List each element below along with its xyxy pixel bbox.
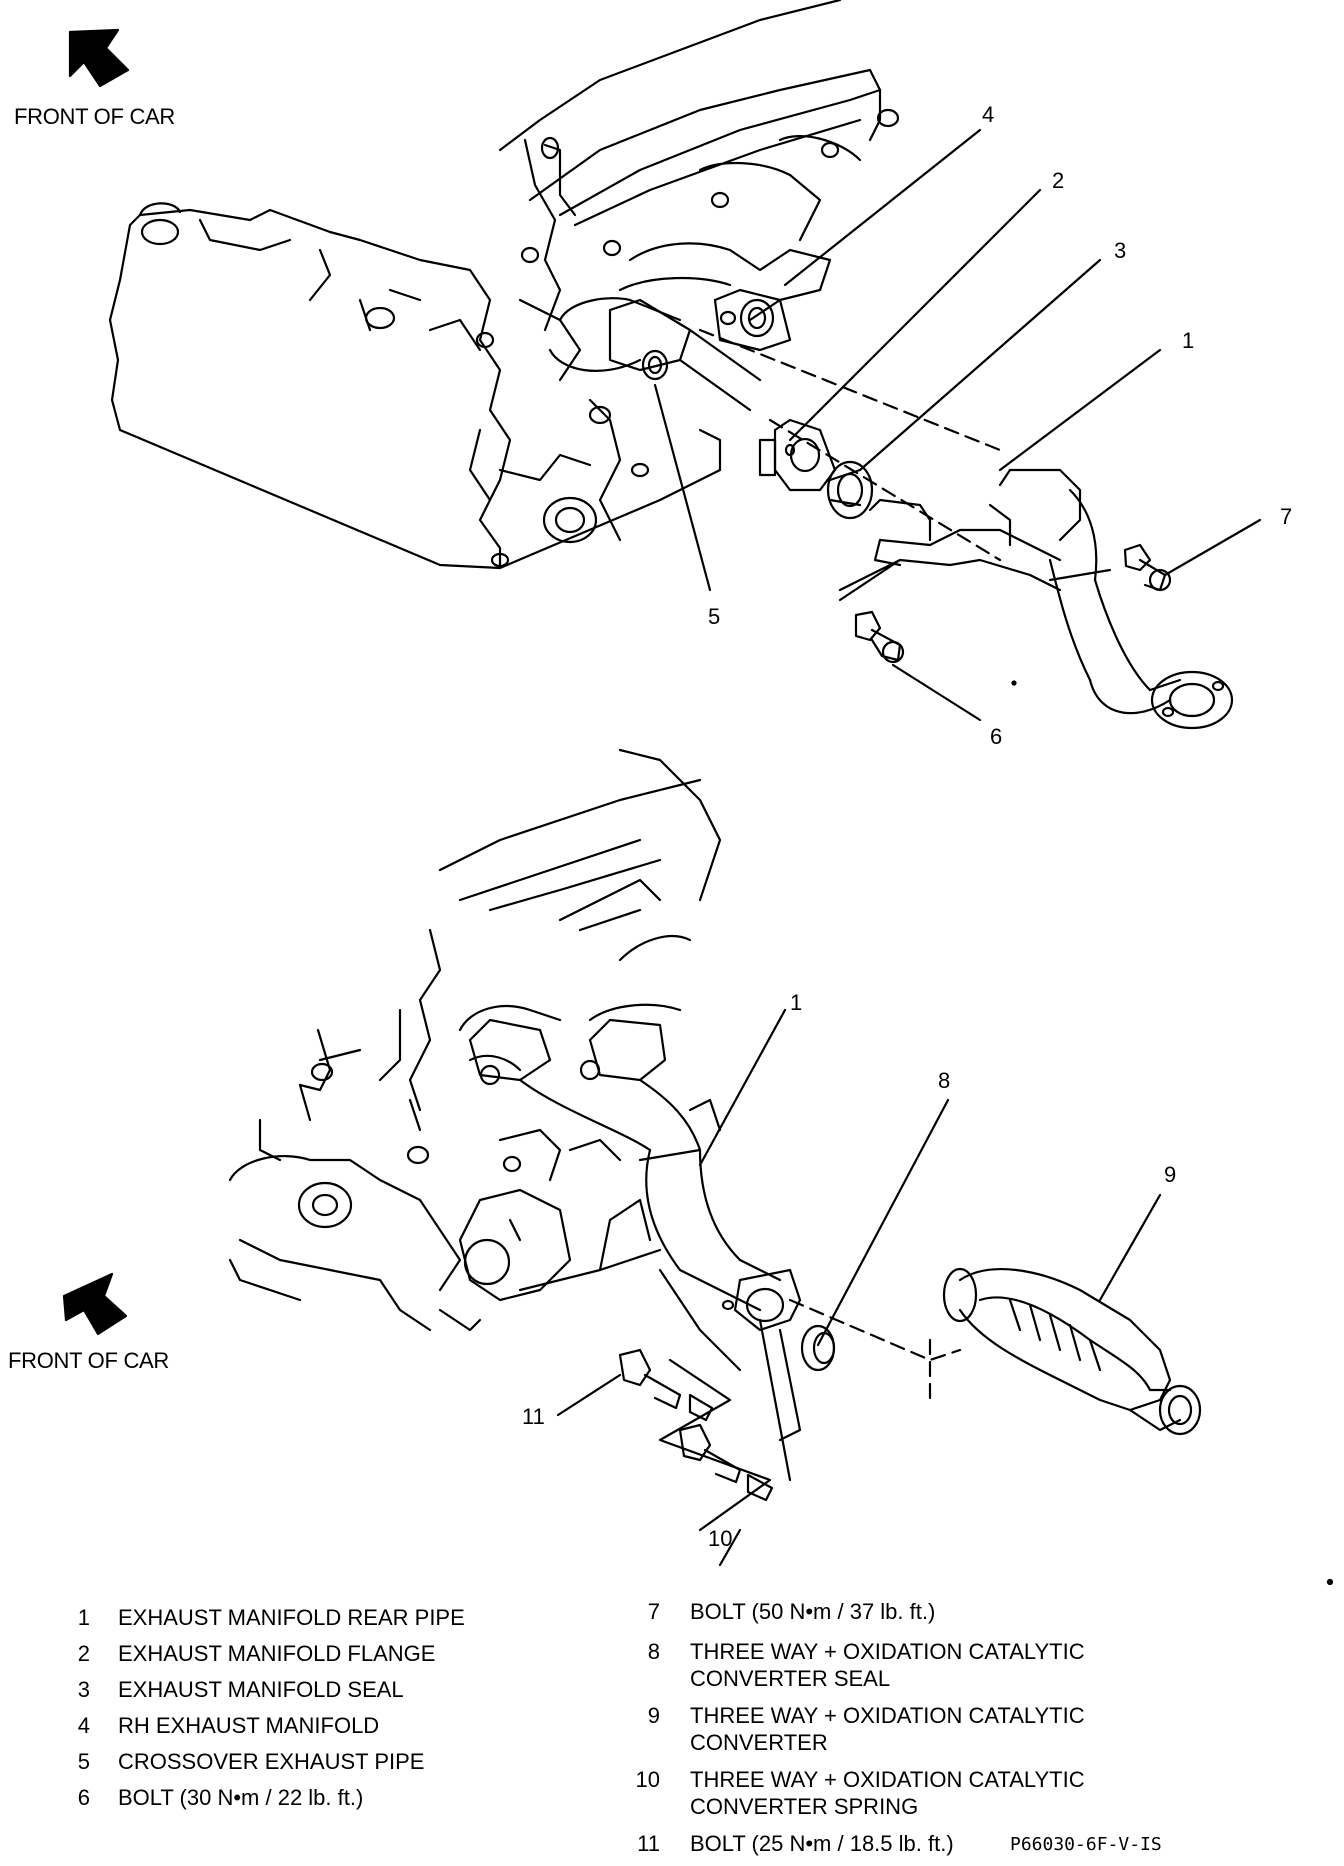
legend-text: THREE WAY + OXIDATION CATALYTIC CONVERTE… <box>690 1639 1085 1691</box>
legend-text: BOLT (25 N•m / 18.5 lb. ft.) <box>690 1831 954 1856</box>
catalytic-converter-seal-bottom <box>800 1324 836 1372</box>
callout-1-bottom: 1 <box>790 990 803 1015</box>
legend-item: 1 EXHAUST MANIFOLD REAR PIPE <box>60 1604 580 1640</box>
catalytic-converter-bottom <box>942 1267 1202 1436</box>
front-of-car-label-top: FRONT OF CAR <box>14 104 175 129</box>
legend-text: EXHAUST MANIFOLD REAR PIPE <box>118 1605 465 1630</box>
legend-num: 8 <box>647 1639 660 1664</box>
legend-item: 6 BOLT (30 N•m / 22 lb. ft.) <box>60 1784 580 1820</box>
bolt-7-icon <box>1123 543 1172 592</box>
exhaust-manifold-flange-top <box>758 418 837 492</box>
bolt-6-icon <box>854 610 905 664</box>
legend-num: 2 <box>77 1641 90 1666</box>
callout-8: 8 <box>938 1068 951 1093</box>
legend-num: 10 <box>635 1767 660 1792</box>
callout-10: 10 <box>708 1526 733 1551</box>
callout-1-top: 1 <box>1182 328 1195 353</box>
legend-text: RH EXHAUST MANIFOLD <box>118 1713 380 1738</box>
legend-text: THREE WAY + OXIDATION CATALYTIC CONVERTE… <box>690 1767 1085 1819</box>
callout-5: 5 <box>708 604 721 629</box>
legend-item: 2 EXHAUST MANIFOLD FLANGE <box>60 1640 580 1676</box>
legend-text: THREE WAY + OXIDATION CATALYTIC CONVERTE… <box>690 1703 1085 1755</box>
legend-item: 4 RH EXHAUST MANIFOLD <box>60 1712 580 1748</box>
legend-text: CROSSOVER EXHAUST PIPE <box>118 1749 425 1774</box>
engine-block-top <box>108 0 900 570</box>
figure-code: P66030-6F-V-IS <box>1010 1834 1162 1855</box>
exhaust-manifold-seal-top <box>826 460 874 520</box>
exhaust-manifold-rear-pipe-top <box>698 328 1234 730</box>
legend-text: EXHAUST MANIFOLD SEAL <box>118 1677 404 1702</box>
front-arrow-icon-bottom <box>62 1272 128 1336</box>
legend-item: 3 EXHAUST MANIFOLD SEAL <box>60 1676 580 1712</box>
legend-item: 8 THREE WAY + OXIDATION CATALYTIC CONVERT… <box>630 1638 1250 1702</box>
legend-num: 5 <box>77 1749 90 1774</box>
callout-3: 3 <box>1114 238 1127 263</box>
legend-num: 11 <box>637 1831 660 1856</box>
legend-item: 5 CROSSOVER EXHAUST PIPE <box>60 1748 580 1784</box>
exhaust-manifold-rear-pipe-bottom <box>458 1003 802 1332</box>
legend-text: BOLT (50 N•m / 37 lb. ft.) <box>690 1599 936 1624</box>
legend-num: 7 <box>647 1599 660 1624</box>
legend-num: 3 <box>77 1677 90 1702</box>
legend-num: 9 <box>647 1703 660 1728</box>
bolt-11-icon <box>618 1348 714 1422</box>
legend-item: 10 THREE WAY + OXIDATION CATALYTIC CONVER… <box>630 1766 1250 1830</box>
rh-exhaust-manifold-top <box>618 135 862 352</box>
legend-num: 1 <box>77 1605 90 1630</box>
legend-item: 11 BOLT (25 N•m / 18.5 lb. ft.) <box>630 1830 1250 1866</box>
callout-11: 11 <box>522 1404 545 1429</box>
callout-6: 6 <box>990 724 1003 749</box>
callout-7: 7 <box>1280 504 1293 529</box>
callout-9: 9 <box>1164 1162 1177 1187</box>
front-of-car-label-bottom: FRONT OF CAR <box>8 1348 169 1373</box>
legend-text: BOLT (30 N•m / 22 lb. ft.) <box>118 1785 364 1810</box>
legend-num: 4 <box>77 1713 90 1738</box>
front-arrow-icon-top <box>68 28 130 88</box>
legend-item: 9 THREE WAY + OXIDATION CATALYTIC CONVERT… <box>630 1702 1250 1766</box>
legend-item: 7 BOLT (50 N•m / 37 lb. ft.) <box>630 1598 1250 1638</box>
crossover-exhaust-pipe-top <box>548 297 762 412</box>
legend-text: EXHAUST MANIFOLD FLANGE <box>118 1641 436 1666</box>
legend-num: 6 <box>77 1785 90 1810</box>
callout-2: 2 <box>1052 168 1065 193</box>
engine-block-bottom <box>228 748 722 1332</box>
callout-4: 4 <box>982 102 995 127</box>
